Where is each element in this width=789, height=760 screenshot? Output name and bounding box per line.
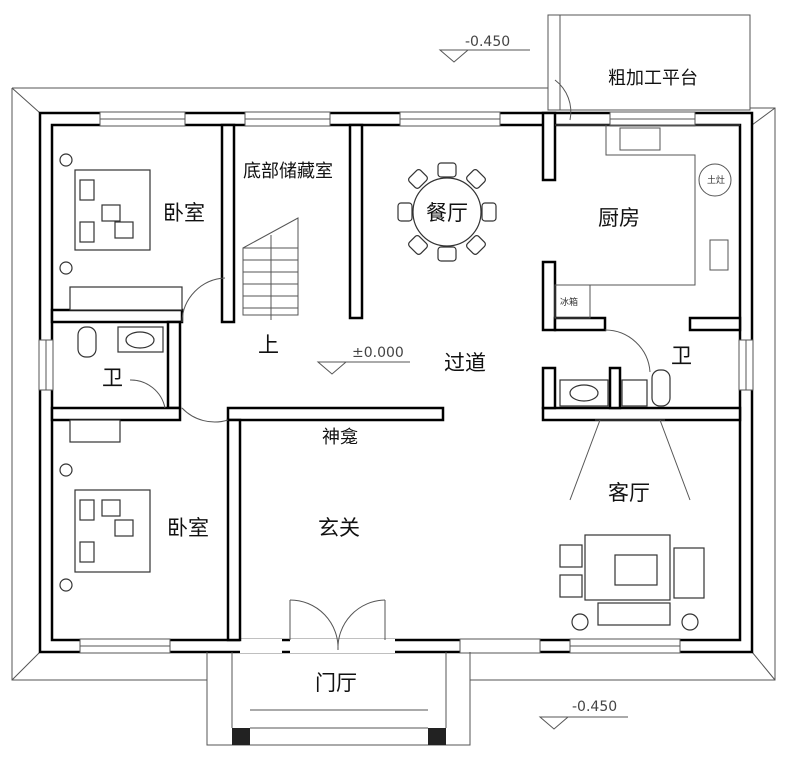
porch-column-left bbox=[232, 728, 250, 745]
label-bath-right: 卫 bbox=[671, 344, 692, 368]
label-storage: 底部储藏室 bbox=[243, 161, 333, 182]
label-living: 客厅 bbox=[608, 481, 650, 505]
wardrobe-top bbox=[69, 286, 183, 311]
svg-text:-0.450: -0.450 bbox=[465, 34, 510, 50]
label-shrine: 神龛 bbox=[322, 427, 358, 448]
svg-text:±0.000: ±0.000 bbox=[352, 345, 404, 361]
bath-right-fixtures bbox=[559, 369, 671, 407]
label-corridor: 过道 bbox=[444, 351, 486, 375]
stove-circle bbox=[698, 163, 732, 197]
windows bbox=[38, 111, 754, 654]
elevation-marker-bottom: -0.450 bbox=[538, 699, 628, 730]
elevation-marker-floor: ±0.000 bbox=[316, 345, 410, 375]
bath-left-fixtures bbox=[77, 326, 164, 358]
bed-top bbox=[59, 153, 151, 275]
roof-outline bbox=[11, 14, 776, 681]
bed-bottom bbox=[59, 463, 151, 592]
label-bedroom-top: 卧室 bbox=[163, 201, 205, 225]
staircase bbox=[242, 217, 299, 320]
label-platform: 粗加工平台 bbox=[608, 68, 698, 89]
elevation-marker-top: -0.450 bbox=[438, 34, 530, 63]
wardrobe-bottom bbox=[69, 419, 121, 443]
porch-column-right bbox=[428, 728, 446, 745]
fridge-label: 冰箱 bbox=[560, 296, 578, 308]
label-stair-up: 上 bbox=[258, 333, 279, 357]
label-dining: 餐厅 bbox=[426, 201, 468, 225]
label-bath-left: 卫 bbox=[102, 366, 123, 390]
kitchen-counter bbox=[554, 124, 740, 319]
living-furniture bbox=[559, 419, 705, 631]
porch bbox=[206, 652, 471, 746]
label-kitchen: 厨房 bbox=[598, 206, 640, 230]
doors bbox=[129, 79, 651, 651]
svg-text:-0.450: -0.450 bbox=[572, 699, 617, 715]
fridge bbox=[554, 284, 591, 319]
stove-label: 土灶 bbox=[707, 174, 725, 186]
dining-table bbox=[397, 162, 497, 262]
label-porch: 门厅 bbox=[315, 671, 357, 695]
cooktop bbox=[709, 239, 729, 271]
sink bbox=[619, 127, 661, 151]
label-bedroom-bottom: 卧室 bbox=[167, 516, 209, 540]
label-foyer: 玄关 bbox=[318, 516, 360, 540]
